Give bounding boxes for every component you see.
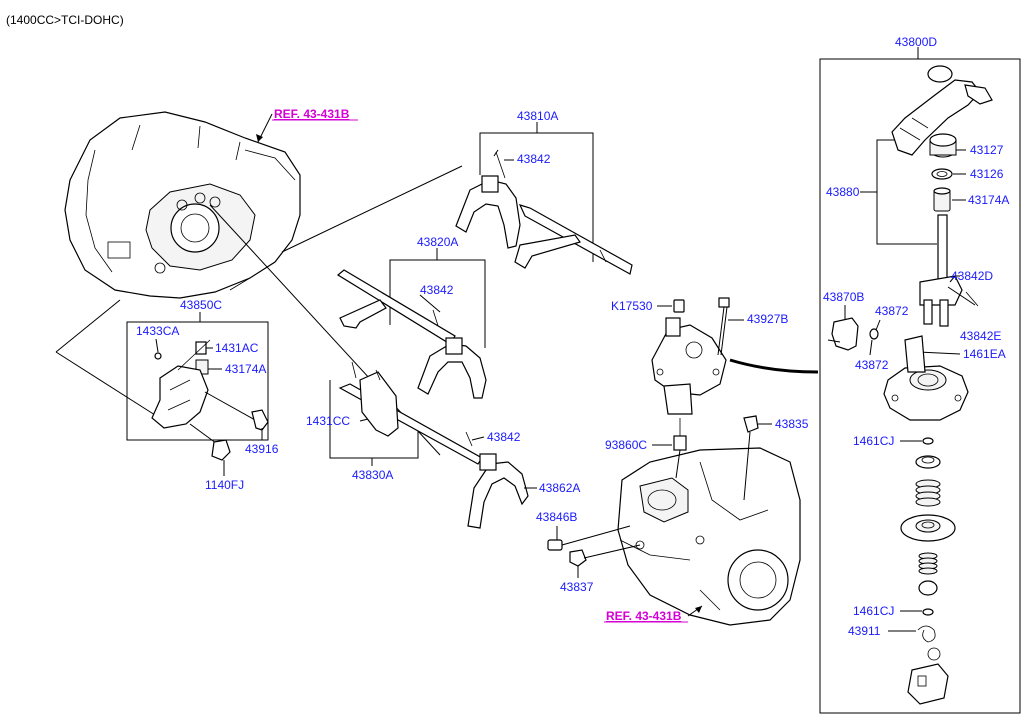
- label-43127[interactable]: 43127: [970, 143, 1004, 157]
- shift-shaft: [937, 214, 948, 286]
- label-93860c[interactable]: 93860C: [605, 438, 647, 452]
- label-43850c[interactable]: 43850C: [180, 298, 222, 312]
- part-43916: [251, 409, 269, 431]
- label-43880[interactable]: 43880: [826, 185, 860, 199]
- label-43872-b[interactable]: 43872: [855, 358, 889, 372]
- shift-fork-43862a: [467, 461, 529, 529]
- bracket-43850c-group: 43850C 1433CA 1431AC 43174A 43916 1140FJ: [126, 298, 279, 492]
- shift-rail-43820a: [336, 269, 456, 345]
- label-43842-a[interactable]: 43842: [517, 152, 551, 166]
- bracket-43850c: [151, 365, 209, 429]
- part-43126: [931, 168, 953, 180]
- spring-lower: [918, 552, 938, 575]
- connector-curve: [729, 358, 819, 374]
- shift-fork-43830a-group: 43830A 1431CC 43842 43862A: [306, 361, 580, 529]
- reference-bottom[interactable]: REF. 43-431B: [606, 609, 682, 623]
- part-43835: [743, 415, 759, 433]
- label-1433ca[interactable]: 1433CA: [136, 324, 179, 338]
- label-43842d[interactable]: 43842D: [951, 269, 993, 283]
- part-43846b: [547, 539, 563, 551]
- label-43830a[interactable]: 43830A: [352, 468, 393, 482]
- spring-upper: [915, 479, 941, 507]
- label-43842e[interactable]: 43842E: [960, 329, 1001, 343]
- reference-top[interactable]: REF. 43-431B: [274, 107, 350, 121]
- label-43126[interactable]: 43126: [970, 167, 1004, 181]
- label-1461ea[interactable]: 1461EA: [963, 347, 1006, 361]
- label-43842-c[interactable]: 43842: [487, 430, 521, 444]
- part-93860c: [673, 435, 687, 451]
- label-1431ac[interactable]: 1431AC: [215, 341, 259, 355]
- label-43820a[interactable]: 43820A: [417, 235, 458, 249]
- boot-cap: [915, 455, 941, 469]
- label-43862a[interactable]: 43862A: [539, 481, 580, 495]
- label-k17530[interactable]: K17530: [611, 299, 653, 313]
- part-43927b: [718, 297, 730, 308]
- part-1140fj: [211, 439, 231, 461]
- label-43927b[interactable]: 43927B: [747, 312, 788, 326]
- transaxle-case-right: [617, 447, 801, 626]
- selector-housing-cover: [883, 365, 969, 421]
- assembly-43800d-box: [819, 58, 1021, 714]
- assembly-43800d-group: 43800D 43127 43126 43174A 43880: [819, 35, 1021, 714]
- label-43842-b[interactable]: 43842: [420, 283, 454, 297]
- part-43837: [569, 549, 587, 567]
- label-43846b[interactable]: 43846B: [536, 510, 577, 524]
- part-k17530: [673, 299, 685, 313]
- label-1140fj[interactable]: 1140FJ: [205, 478, 244, 492]
- label-1461cj-b[interactable]: 1461CJ: [853, 604, 894, 618]
- label-43810a[interactable]: 43810A: [517, 109, 558, 123]
- label-43872-a[interactable]: 43872: [875, 304, 909, 318]
- label-1431cc[interactable]: 1431CC: [306, 414, 350, 428]
- selector-housing-center: [651, 317, 727, 415]
- label-43800d[interactable]: 43800D: [895, 35, 937, 49]
- part-43870b: [831, 317, 859, 351]
- label-43835[interactable]: 43835: [775, 417, 809, 431]
- label-43911[interactable]: 43911: [848, 624, 881, 638]
- label-1461cj-a[interactable]: 1461CJ: [853, 434, 894, 448]
- detent-bracket: [907, 663, 949, 705]
- label-43870b[interactable]: 43870B: [823, 290, 864, 304]
- shift-fork-43820a-group: 43820A 43842: [336, 235, 487, 399]
- label-43174a-left[interactable]: 43174A: [225, 362, 266, 376]
- part-43127: [929, 133, 957, 147]
- label-43916[interactable]: 43916: [245, 442, 279, 456]
- bracket-43850c-box: [126, 321, 269, 441]
- transaxle-case-left: [64, 111, 301, 299]
- variant-header: (1400CC>TCI-DOHC): [6, 13, 124, 27]
- lever-knob: [927, 65, 953, 83]
- label-43174a-right[interactable]: 43174A: [968, 193, 1009, 207]
- shift-fork-43810a-group: 43810A 43842: [455, 109, 633, 275]
- label-43837[interactable]: 43837: [560, 580, 594, 594]
